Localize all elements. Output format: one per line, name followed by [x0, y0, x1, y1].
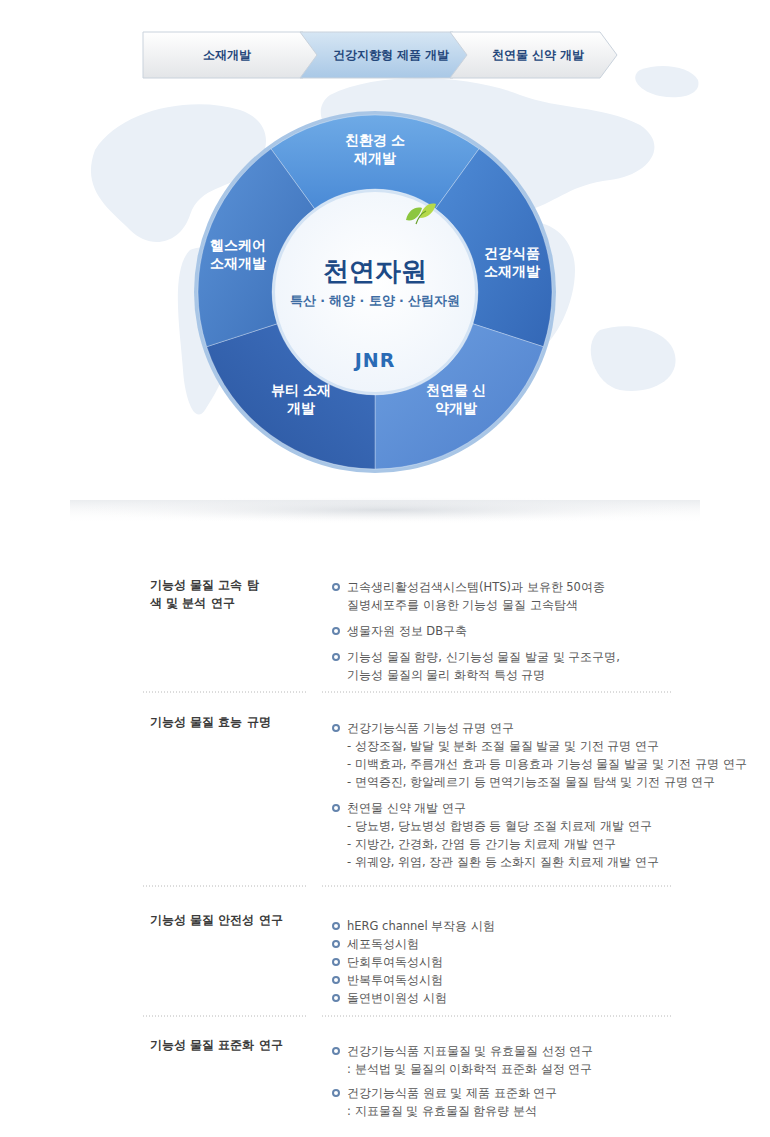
bullet-item: 돌연변이원성 시험: [347, 989, 757, 1007]
ring-segment-shape: [198, 149, 314, 347]
table-cell: 세포독성시험: [347, 937, 419, 951]
center-disc: [275, 192, 475, 392]
bullet-item: 건강기능식품 지표물질 및 유효물질 선정 연구: [347, 1042, 757, 1060]
node-text: 천연물 신약개발: [421, 382, 491, 417]
node-text: 천연자원: [323, 256, 427, 287]
table-cell: 건강기능식품 지표물질 및 유효물질 선정 연구: [347, 1044, 593, 1058]
bullet-item: 단회투여독성시험: [347, 953, 757, 971]
bullet-icon: [332, 922, 340, 930]
row-heading: 기능성 물질 안전성 연구: [150, 911, 283, 929]
table-cell: 단회투여독성시험: [347, 955, 443, 969]
bullet-icon: [332, 583, 340, 591]
row-items: hERG channel 부작용 시험세포독성시험단회투여독성시험반복투여독성시…: [347, 917, 757, 1007]
node-text: 천연물 신약 개발: [492, 48, 584, 62]
step-chevron-active: 건강지향형 제품 개발: [300, 32, 470, 78]
node-text: 뷰티 소재개발: [266, 382, 336, 417]
table-cell: 천연물 신약 개발 연구: [347, 801, 466, 815]
bullet-item: 고속생리활성검색시스템(HTS)과 보유한 50여종 질병세포주를 이용한 기능…: [347, 578, 619, 614]
node-text: 건강식품 소재개발: [477, 245, 547, 280]
chevron-outline: [450, 32, 617, 78]
table-cell: - 지방간, 간경화, 간염 등 간기능 치료제 개발 연구: [347, 837, 616, 851]
row-heading: 기능성 물질 고속 탐색 및 분석 연구: [150, 576, 290, 612]
ring-segment: 헬스케어 소재개발: [198, 115, 552, 469]
table-cell: 기능성 물질 함량, 신기능성 물질 발굴 및 구조구명, 기능성 물질의 물리…: [347, 650, 620, 682]
bullet-item: 생물자원 정보 DB구축: [347, 622, 757, 640]
table-cell: - 위궤양, 위염, 장관 질환 등 소화지 질환 치료제 개발 연구: [347, 855, 659, 869]
bullet-item: 건강기능식품 기능성 규명 연구: [347, 719, 757, 737]
row-items: 건강기능식품 지표물질 및 유효물질 선정 연구 : 분석법 및 물질의 이화학적…: [347, 1042, 757, 1120]
table-cell: 생물자원 정보 DB구축: [347, 624, 467, 638]
bullet-icon: [332, 653, 340, 661]
sub-item: : 지표물질 및 유효물질 함유량 분석: [347, 1102, 757, 1120]
node-shape: [198, 115, 552, 469]
table-cell: 반복투여독성시험: [347, 973, 443, 987]
table-cell: : 분석법 및 물질의 이화학적 표준화 설정 연구: [347, 1062, 592, 1076]
bullet-icon: [332, 958, 340, 966]
sub-item: : 분석법 및 물질의 이화학적 표준화 설정 연구: [347, 1060, 757, 1078]
bullet-item: 기능성 물질 함량, 신기능성 물질 발굴 및 구조구명, 기능성 물질의 물리…: [347, 648, 629, 684]
row-items: 고속생리활성검색시스템(HTS)과 보유한 50여종 질병세포주를 이용한 기능…: [347, 578, 757, 684]
bullet-item: 반복투여독성시험: [347, 971, 757, 989]
sub-item: - 당뇨병, 당뇨병성 합병증 등 혈당 조절 치료제 개발 연구: [347, 817, 757, 835]
row-items: 건강기능식품 기능성 규명 연구 - 성장조절, 발달 및 분화 조절 물질 발굴…: [347, 719, 757, 871]
table-cell: - 당뇨병, 당뇨병성 합병증 등 혈당 조절 치료제 개발 연구: [347, 819, 652, 833]
bullet-icon: [332, 724, 340, 732]
ground-shadow: [65, 496, 705, 524]
sub-item: - 지방간, 간경화, 간염 등 간기능 치료제 개발 연구: [347, 835, 757, 853]
node-text: 건강지향형 제품 개발: [333, 48, 449, 62]
sub-item: - 위궤양, 위염, 장관 질환 등 소화지 질환 치료제 개발 연구: [347, 853, 757, 871]
ring-segment-shape: [436, 149, 552, 347]
node-text: 헬스케어 소재개발: [203, 237, 273, 272]
table-cell: 고속생리활성검색시스템(HTS)과 보유한 50여종 질병세포주를 이용한 기능…: [347, 580, 605, 612]
table-cell: - 면역증진, 항알레르기 등 면역기능조절 물질 탐색 및 기전 규명 연구: [347, 775, 715, 789]
bullet-item: hERG channel 부작용 시험: [347, 917, 757, 935]
bullet-icon: [332, 994, 340, 1002]
ring-segment-shape: [375, 324, 543, 469]
node-text: 친환경 소재개발: [340, 132, 410, 167]
bullet-icon: [332, 804, 340, 812]
node-text: 특산 · 해양 · 토양 · 산림자원: [290, 293, 460, 308]
bullet-item: 건강기능식품 원료 및 제품 표준화 연구: [347, 1084, 757, 1102]
table-cell: - 미백효과, 주름개선 효과 등 미용효과 기능성 물질 발굴 및 기전 규명…: [347, 757, 747, 771]
row-separators: [143, 692, 673, 1016]
bullet-icon: [332, 1089, 340, 1097]
sub-item: - 성장조절, 발달 및 분화 조절 물질 발굴 및 기전 규명 연구: [347, 737, 757, 755]
table-cell: 건강기능식품 원료 및 제품 표준화 연구: [347, 1086, 557, 1100]
table-cell: 건강기능식품 기능성 규명 연구: [347, 721, 514, 735]
step-chevron: 소재개발: [143, 32, 320, 78]
step-chevron: 천연물 신약 개발: [450, 32, 617, 78]
row-heading: 기능성 물질 표준화 연구: [150, 1036, 283, 1054]
row-heading: 기능성 물질 효능 규명: [150, 713, 271, 731]
node-text: 소재개발: [203, 48, 251, 62]
world-map: [91, 66, 699, 415]
ring-rim: [194, 111, 556, 473]
bullet-icon: [332, 976, 340, 984]
bullet-icon: [332, 940, 340, 948]
table-cell: - 성장조절, 발달 및 분화 조절 물질 발굴 및 기전 규명 연구: [347, 739, 659, 753]
bullet-icon: [332, 1047, 340, 1055]
table-cell: : 지표물질 및 유효물질 함유량 분석: [347, 1104, 537, 1118]
chevron-outline: [143, 32, 320, 78]
shadow-band: [70, 500, 700, 524]
node-text: JNR: [355, 349, 396, 372]
bullet-item: 세포독성시험: [347, 935, 757, 953]
table-cell: 돌연변이원성 시험: [347, 991, 447, 1005]
table-cell: hERG channel 부작용 시험: [347, 919, 495, 933]
bullet-icon: [332, 627, 340, 635]
sub-item: - 면역증진, 항알레르기 등 면역기능조절 물질 탐색 및 기전 규명 연구: [347, 773, 757, 791]
chevron-outline: [300, 32, 470, 78]
ring-segment-shape: [207, 324, 375, 469]
sub-item: - 미백효과, 주름개선 효과 등 미용효과 기능성 물질 발굴 및 기전 규명…: [347, 755, 757, 773]
bullet-item: 천연물 신약 개발 연구: [347, 799, 757, 817]
